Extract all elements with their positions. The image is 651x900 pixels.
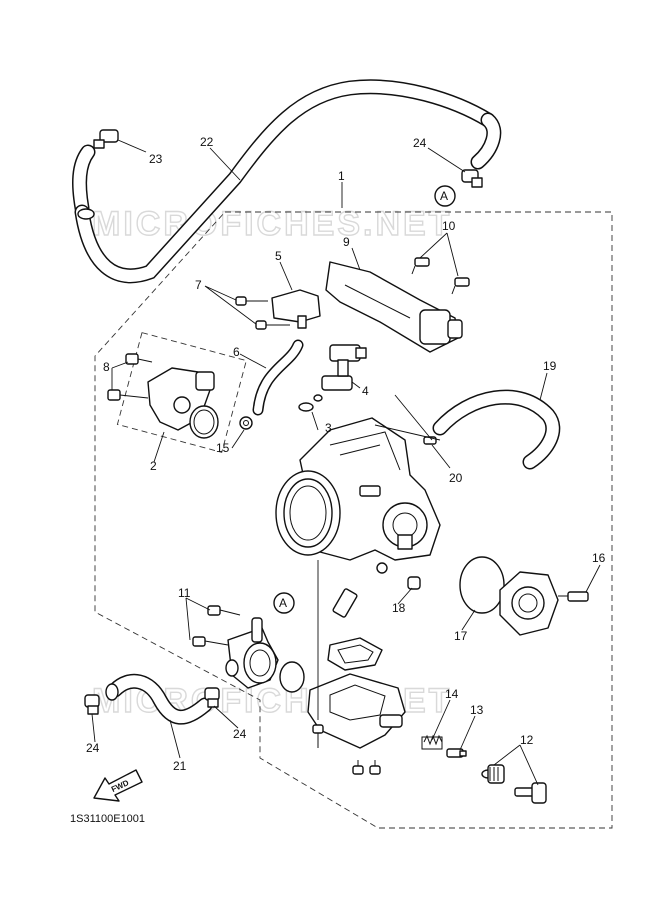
nut-15 bbox=[239, 416, 253, 430]
part-label-7: 7 bbox=[195, 278, 202, 292]
part-label-24-right: 24 bbox=[233, 727, 247, 741]
hose-19 bbox=[432, 389, 561, 470]
part-label-17: 17 bbox=[454, 629, 468, 643]
fwd-arrow-icon: FWD bbox=[93, 769, 143, 802]
watermark-top: MICROFICHES.NET bbox=[92, 205, 452, 243]
part-label-12: 12 bbox=[520, 733, 534, 747]
gasket-17 bbox=[459, 556, 505, 614]
svg-text:A: A bbox=[279, 596, 287, 610]
part-label-11: 11 bbox=[178, 586, 191, 600]
bolts-lower bbox=[312, 560, 381, 775]
part-label-6: 6 bbox=[233, 345, 240, 359]
part-label-24-left: 24 bbox=[86, 741, 100, 755]
clamp-24-right bbox=[204, 687, 220, 708]
part-label-1: 1 bbox=[338, 169, 345, 183]
sensor-5 bbox=[271, 289, 321, 329]
part-label-9: 9 bbox=[343, 235, 350, 249]
part-label-22: 22 bbox=[200, 135, 214, 149]
throttle-body-1 bbox=[275, 417, 441, 561]
gasket-lower bbox=[327, 637, 383, 671]
assembly-outline bbox=[94, 211, 613, 829]
part-label-19: 19 bbox=[543, 359, 557, 373]
fittings-18 bbox=[332, 562, 421, 618]
part-label-4: 4 bbox=[362, 384, 369, 398]
part-label-23: 23 bbox=[149, 152, 163, 166]
leader-lines bbox=[91, 139, 601, 786]
clamp-24-left bbox=[84, 694, 100, 715]
throttle-sensor-2 bbox=[147, 367, 219, 439]
screws-10 bbox=[411, 257, 470, 295]
part-label-3: 3 bbox=[325, 421, 332, 435]
hose-21 bbox=[105, 673, 213, 725]
part-label-14: 14 bbox=[445, 687, 459, 701]
screw-13 bbox=[446, 748, 467, 758]
part-label-21: 21 bbox=[173, 759, 187, 773]
part-label-18: 18 bbox=[392, 601, 406, 615]
clamp-24-top bbox=[461, 169, 483, 188]
intake-joint bbox=[225, 617, 279, 689]
screws-7 bbox=[235, 296, 290, 330]
diagram-code: 1S31100E1001 bbox=[70, 813, 145, 825]
part-label-13: 13 bbox=[470, 703, 484, 717]
cover-16 bbox=[499, 571, 589, 636]
part-label-5: 5 bbox=[275, 249, 282, 263]
tps-group-outline bbox=[116, 332, 247, 453]
part-label-8: 8 bbox=[103, 360, 110, 374]
ref-marker-a-top: A bbox=[434, 185, 456, 207]
spring-14 bbox=[421, 734, 443, 750]
part-label-10: 10 bbox=[442, 219, 456, 233]
clamp-23 bbox=[93, 129, 119, 149]
part-label-20: 20 bbox=[449, 471, 463, 485]
o-ring-lower bbox=[279, 661, 305, 693]
part-label-15: 15 bbox=[216, 441, 230, 455]
screws-8 bbox=[107, 353, 153, 401]
hose-6 bbox=[252, 339, 304, 416]
hose-22 bbox=[72, 79, 502, 284]
screws-11 bbox=[192, 605, 241, 647]
screw-assembly-12 bbox=[481, 764, 547, 804]
svg-text:A: A bbox=[440, 189, 448, 203]
part-label-2: 2 bbox=[150, 459, 157, 473]
fuel-rail-9 bbox=[325, 261, 463, 353]
mounting-plate bbox=[307, 673, 406, 749]
injector-4 bbox=[321, 344, 367, 391]
part-label-24-top: 24 bbox=[413, 136, 427, 150]
part-label-16: 16 bbox=[592, 551, 606, 565]
ref-marker-a-lower: A bbox=[273, 592, 295, 614]
o-rings-3 bbox=[298, 394, 323, 412]
